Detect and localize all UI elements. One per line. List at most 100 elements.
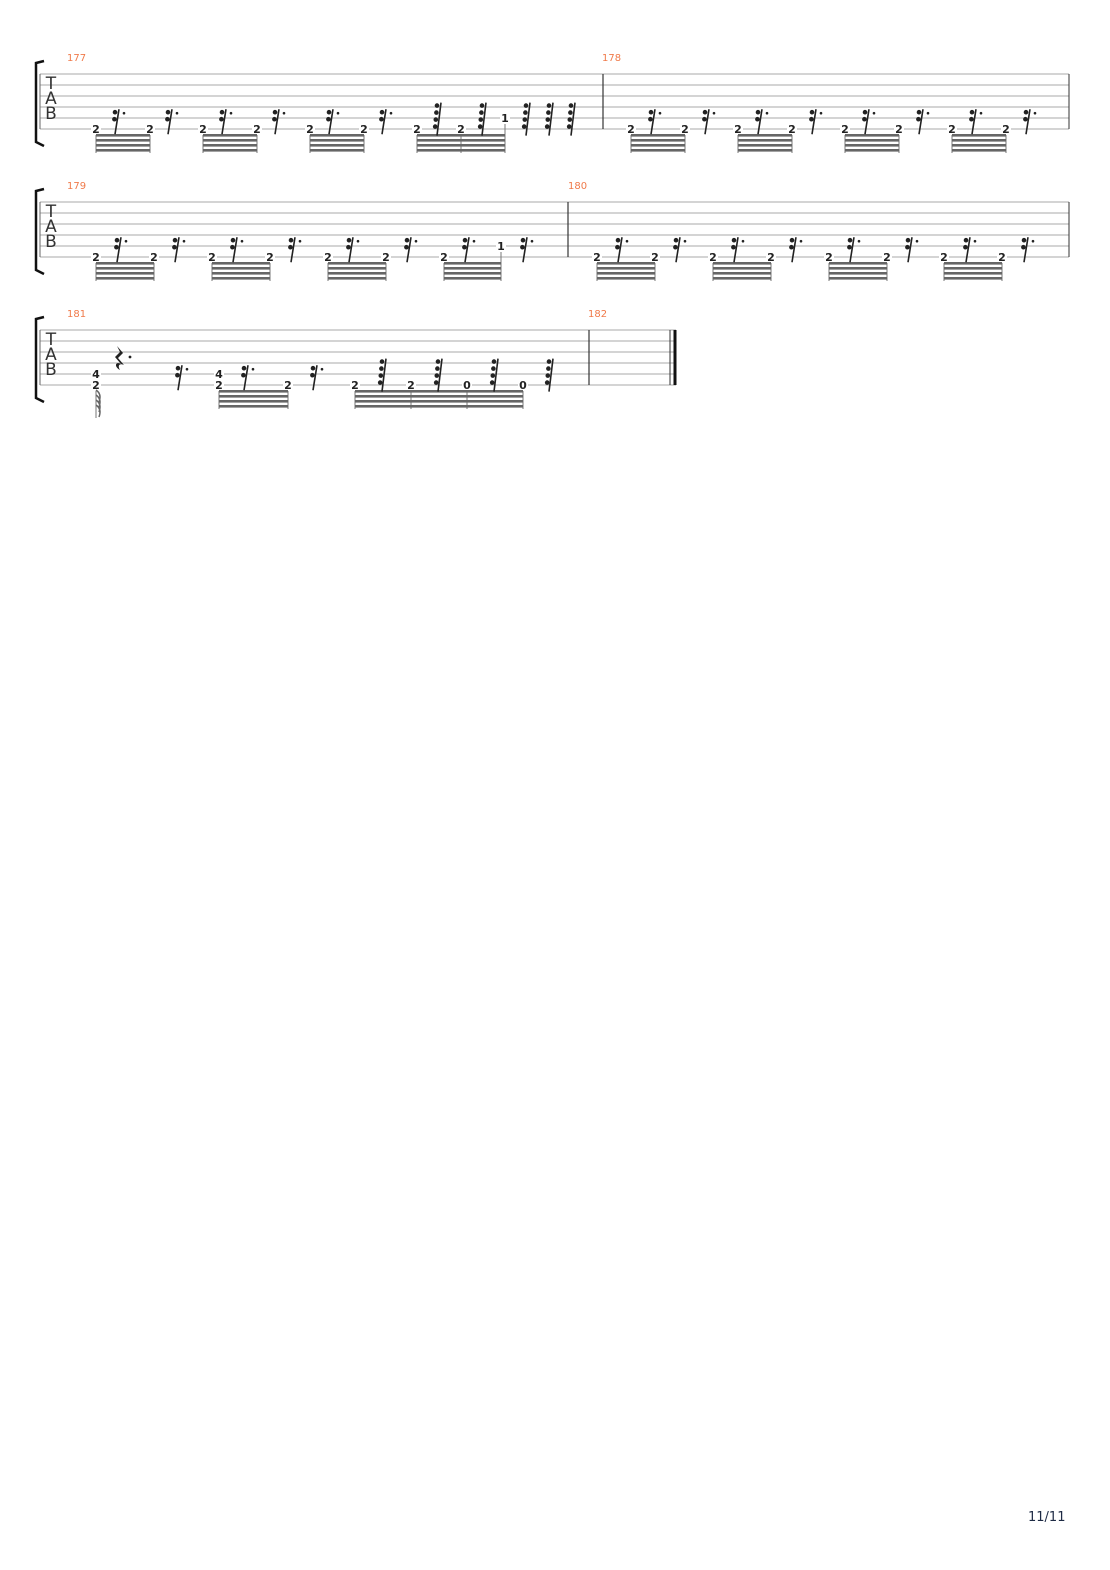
rest-flag [1021, 237, 1027, 243]
beam [829, 267, 887, 270]
tab-clef-letter: T [45, 74, 57, 94]
rest-icon [731, 237, 745, 263]
fret-number: 2 [324, 251, 332, 264]
rest-icon [755, 109, 769, 135]
rest-flag [963, 237, 969, 243]
rest-flag [809, 109, 815, 115]
fret-bg [496, 240, 506, 251]
beam [96, 262, 154, 265]
beam [952, 139, 1006, 142]
rest-flag [546, 103, 552, 108]
rest-flag [916, 116, 921, 122]
dot-icon [658, 111, 662, 115]
rest-stem [116, 237, 122, 263]
beam [219, 390, 288, 393]
note-flag [95, 404, 101, 418]
fret-bg [91, 123, 101, 134]
rest-flag [673, 244, 678, 250]
beam [417, 134, 505, 137]
beam [444, 277, 501, 280]
fret-bg [198, 123, 208, 134]
beam [355, 405, 523, 408]
dot-icon [251, 367, 255, 371]
fret-bg [359, 123, 369, 134]
dot-icon [472, 239, 476, 243]
rest-stem [757, 109, 763, 135]
rest-icon [862, 109, 876, 135]
rest-stem [675, 237, 681, 263]
rest-icon [114, 237, 128, 263]
rest-icon [462, 237, 476, 263]
rest-flag [346, 237, 352, 243]
rest-flag [434, 373, 440, 378]
fret-number: 2 [92, 123, 100, 136]
beam [355, 400, 523, 403]
dot-icon [240, 239, 244, 243]
rest-icon [272, 109, 286, 135]
fret-number: 2 [382, 251, 390, 264]
rest-icon [916, 109, 930, 135]
rest-flag [545, 373, 551, 378]
rest-flag [477, 124, 483, 129]
rest-icon [615, 237, 629, 263]
beam [952, 144, 1006, 147]
fret-bg [997, 251, 1007, 262]
rest-icon [404, 237, 418, 263]
rest-stem [493, 358, 499, 392]
beam [328, 262, 386, 265]
rest-stem [704, 109, 710, 135]
rest-flag [520, 237, 526, 243]
fret-number: 2 [215, 379, 223, 392]
fret-bg [894, 123, 904, 134]
fret-bg [650, 251, 660, 262]
beam [713, 277, 771, 280]
rest-flag [905, 244, 910, 250]
fret-bg [840, 123, 850, 134]
fret-number: 2 [457, 123, 465, 136]
fret-number: 2 [253, 123, 261, 136]
beam [328, 272, 386, 275]
beam [944, 277, 1002, 280]
rest-flag [114, 237, 120, 243]
rest-icon [326, 109, 340, 135]
rest-stem [849, 237, 855, 263]
beam [96, 267, 154, 270]
rest-flag [379, 359, 385, 364]
rest-icon [847, 237, 861, 263]
rest-flag [230, 237, 236, 243]
rest-flag [272, 109, 278, 115]
rest-stem [791, 237, 797, 263]
rest-icon [288, 237, 302, 263]
fret-bg [500, 112, 510, 123]
dot-icon [973, 239, 977, 243]
fret-bg [1001, 123, 1011, 134]
rest-flag [963, 244, 968, 250]
fret-bg [708, 251, 718, 262]
beam [738, 149, 792, 152]
rest-stem [548, 102, 554, 136]
rest-flag [175, 365, 181, 371]
rest-flag [112, 116, 117, 122]
rest-stem [525, 102, 531, 136]
dot-icon [799, 239, 803, 243]
beam [597, 267, 655, 270]
beam [845, 144, 899, 147]
fret-number: 2 [593, 251, 601, 264]
rest-icon [477, 102, 487, 136]
rest-flag [567, 117, 573, 122]
rest-flag [546, 110, 551, 115]
tab-clef-letter: A [45, 217, 57, 237]
system-bracket [34, 187, 45, 276]
beam [96, 149, 150, 152]
rest-flag [272, 116, 277, 122]
fret-number: 2 [883, 251, 891, 264]
rest-flag [702, 116, 707, 122]
rest-flag [377, 380, 383, 385]
beam [355, 390, 523, 393]
fret-bg [145, 123, 155, 134]
rest-flag [346, 244, 351, 250]
rest-icon [241, 365, 255, 391]
rest-stem [436, 102, 442, 136]
beam [829, 277, 887, 280]
